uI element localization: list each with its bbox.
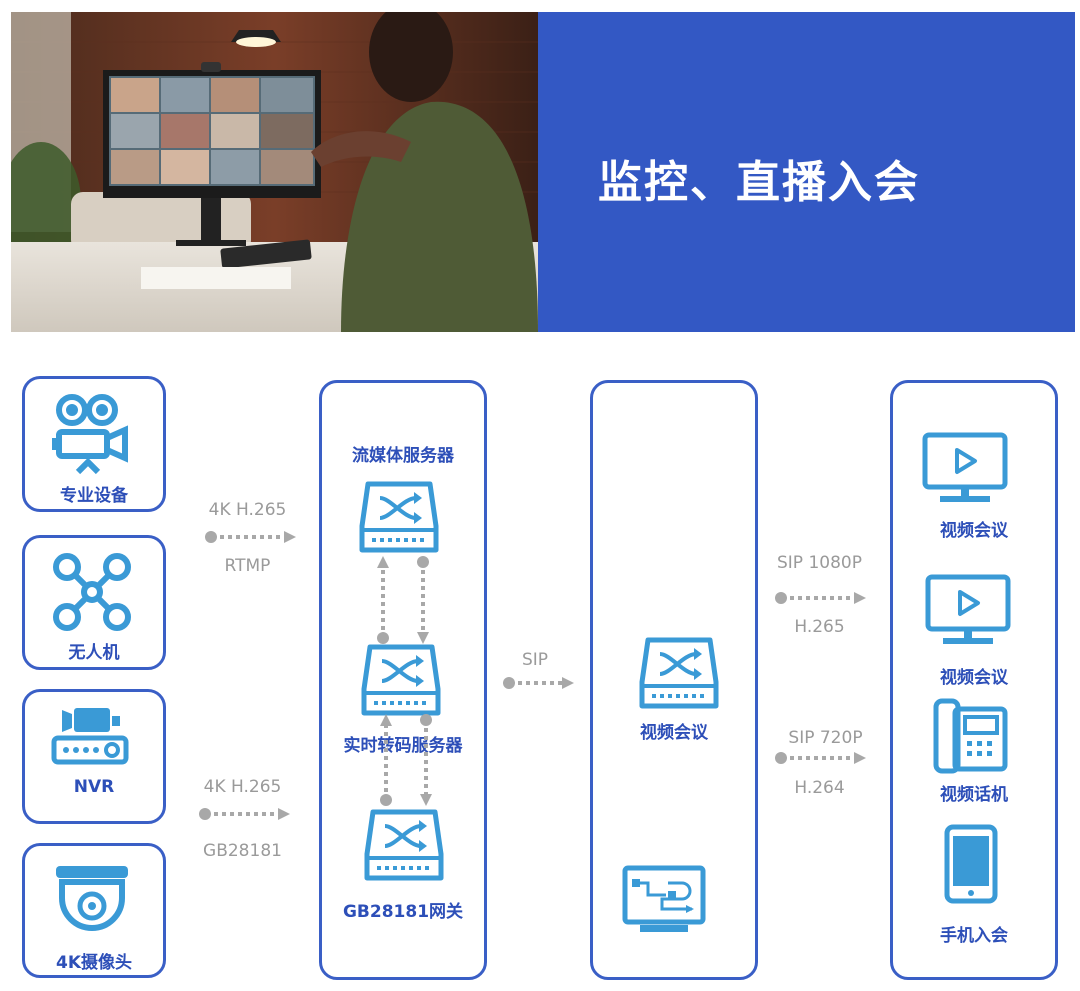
arrow-out-1 — [775, 592, 866, 604]
server-icon — [359, 481, 439, 553]
banner-title-panel — [538, 12, 1075, 332]
vertical-arrows-lower — [380, 714, 432, 806]
endpoint-label-mobile: 手机入会 — [940, 926, 1008, 946]
dome-camera-icon — [56, 866, 128, 931]
link-out-2-bottom: H.264 — [794, 778, 845, 798]
arrow-in-2 — [199, 808, 290, 820]
conference-column — [590, 380, 758, 980]
link-out-1-top: SIP 1080P — [777, 553, 862, 573]
banner-title: 监控、直播入会 — [598, 157, 920, 208]
professional-camera-icon — [52, 394, 128, 475]
mobile-phone-icon — [944, 824, 998, 904]
conference-label: 视频会议 — [640, 723, 708, 743]
monitor-play-icon — [922, 432, 1008, 502]
server-icon — [364, 809, 444, 881]
link-in-1-top: 4K H.265 — [208, 500, 287, 520]
drone-icon — [53, 553, 131, 631]
endpoint-label-conference-2: 视频会议 — [940, 668, 1008, 688]
source-label-dome-camera: 4K摄像头 — [55, 953, 132, 973]
server-icon — [639, 637, 719, 709]
monitor-play-icon — [925, 574, 1011, 644]
source-label-nvr: NVR — [73, 777, 115, 797]
link-out-1-bottom: H.265 — [794, 617, 845, 637]
link-sip-label: SIP — [521, 650, 549, 670]
arrow-in-1 — [205, 531, 296, 543]
source-label-drone: 无人机 — [68, 643, 120, 663]
banner-photo — [11, 12, 538, 332]
server-label-streaming: 流媒体服务器 — [352, 446, 454, 466]
nvr-icon — [51, 708, 129, 765]
link-out-2-top: SIP 720P — [788, 728, 863, 748]
video-call-photo — [11, 12, 538, 332]
link-in-2-top: 4K H.265 — [203, 777, 282, 797]
vertical-arrows-upper — [377, 556, 429, 644]
server-icon — [361, 644, 441, 716]
desk-phone-icon — [933, 698, 1008, 774]
source-box-dome-camera — [22, 843, 166, 978]
server-label-gb28181: GB28181网关 — [342, 902, 464, 922]
screen-share-icon — [622, 865, 706, 932]
server-label-transcode: 实时转码服务器 — [343, 736, 463, 756]
arrow-sip — [503, 677, 574, 689]
endpoint-label-phone: 视频话机 — [940, 785, 1008, 805]
link-in-1-bottom: RTMP — [224, 556, 271, 576]
source-label-professional: 专业设备 — [60, 486, 128, 506]
link-in-2-bottom: GB28181 — [203, 841, 282, 861]
endpoint-label-conference-1: 视频会议 — [940, 521, 1008, 541]
arrow-out-2 — [775, 752, 866, 764]
source-box-professional — [22, 376, 166, 512]
